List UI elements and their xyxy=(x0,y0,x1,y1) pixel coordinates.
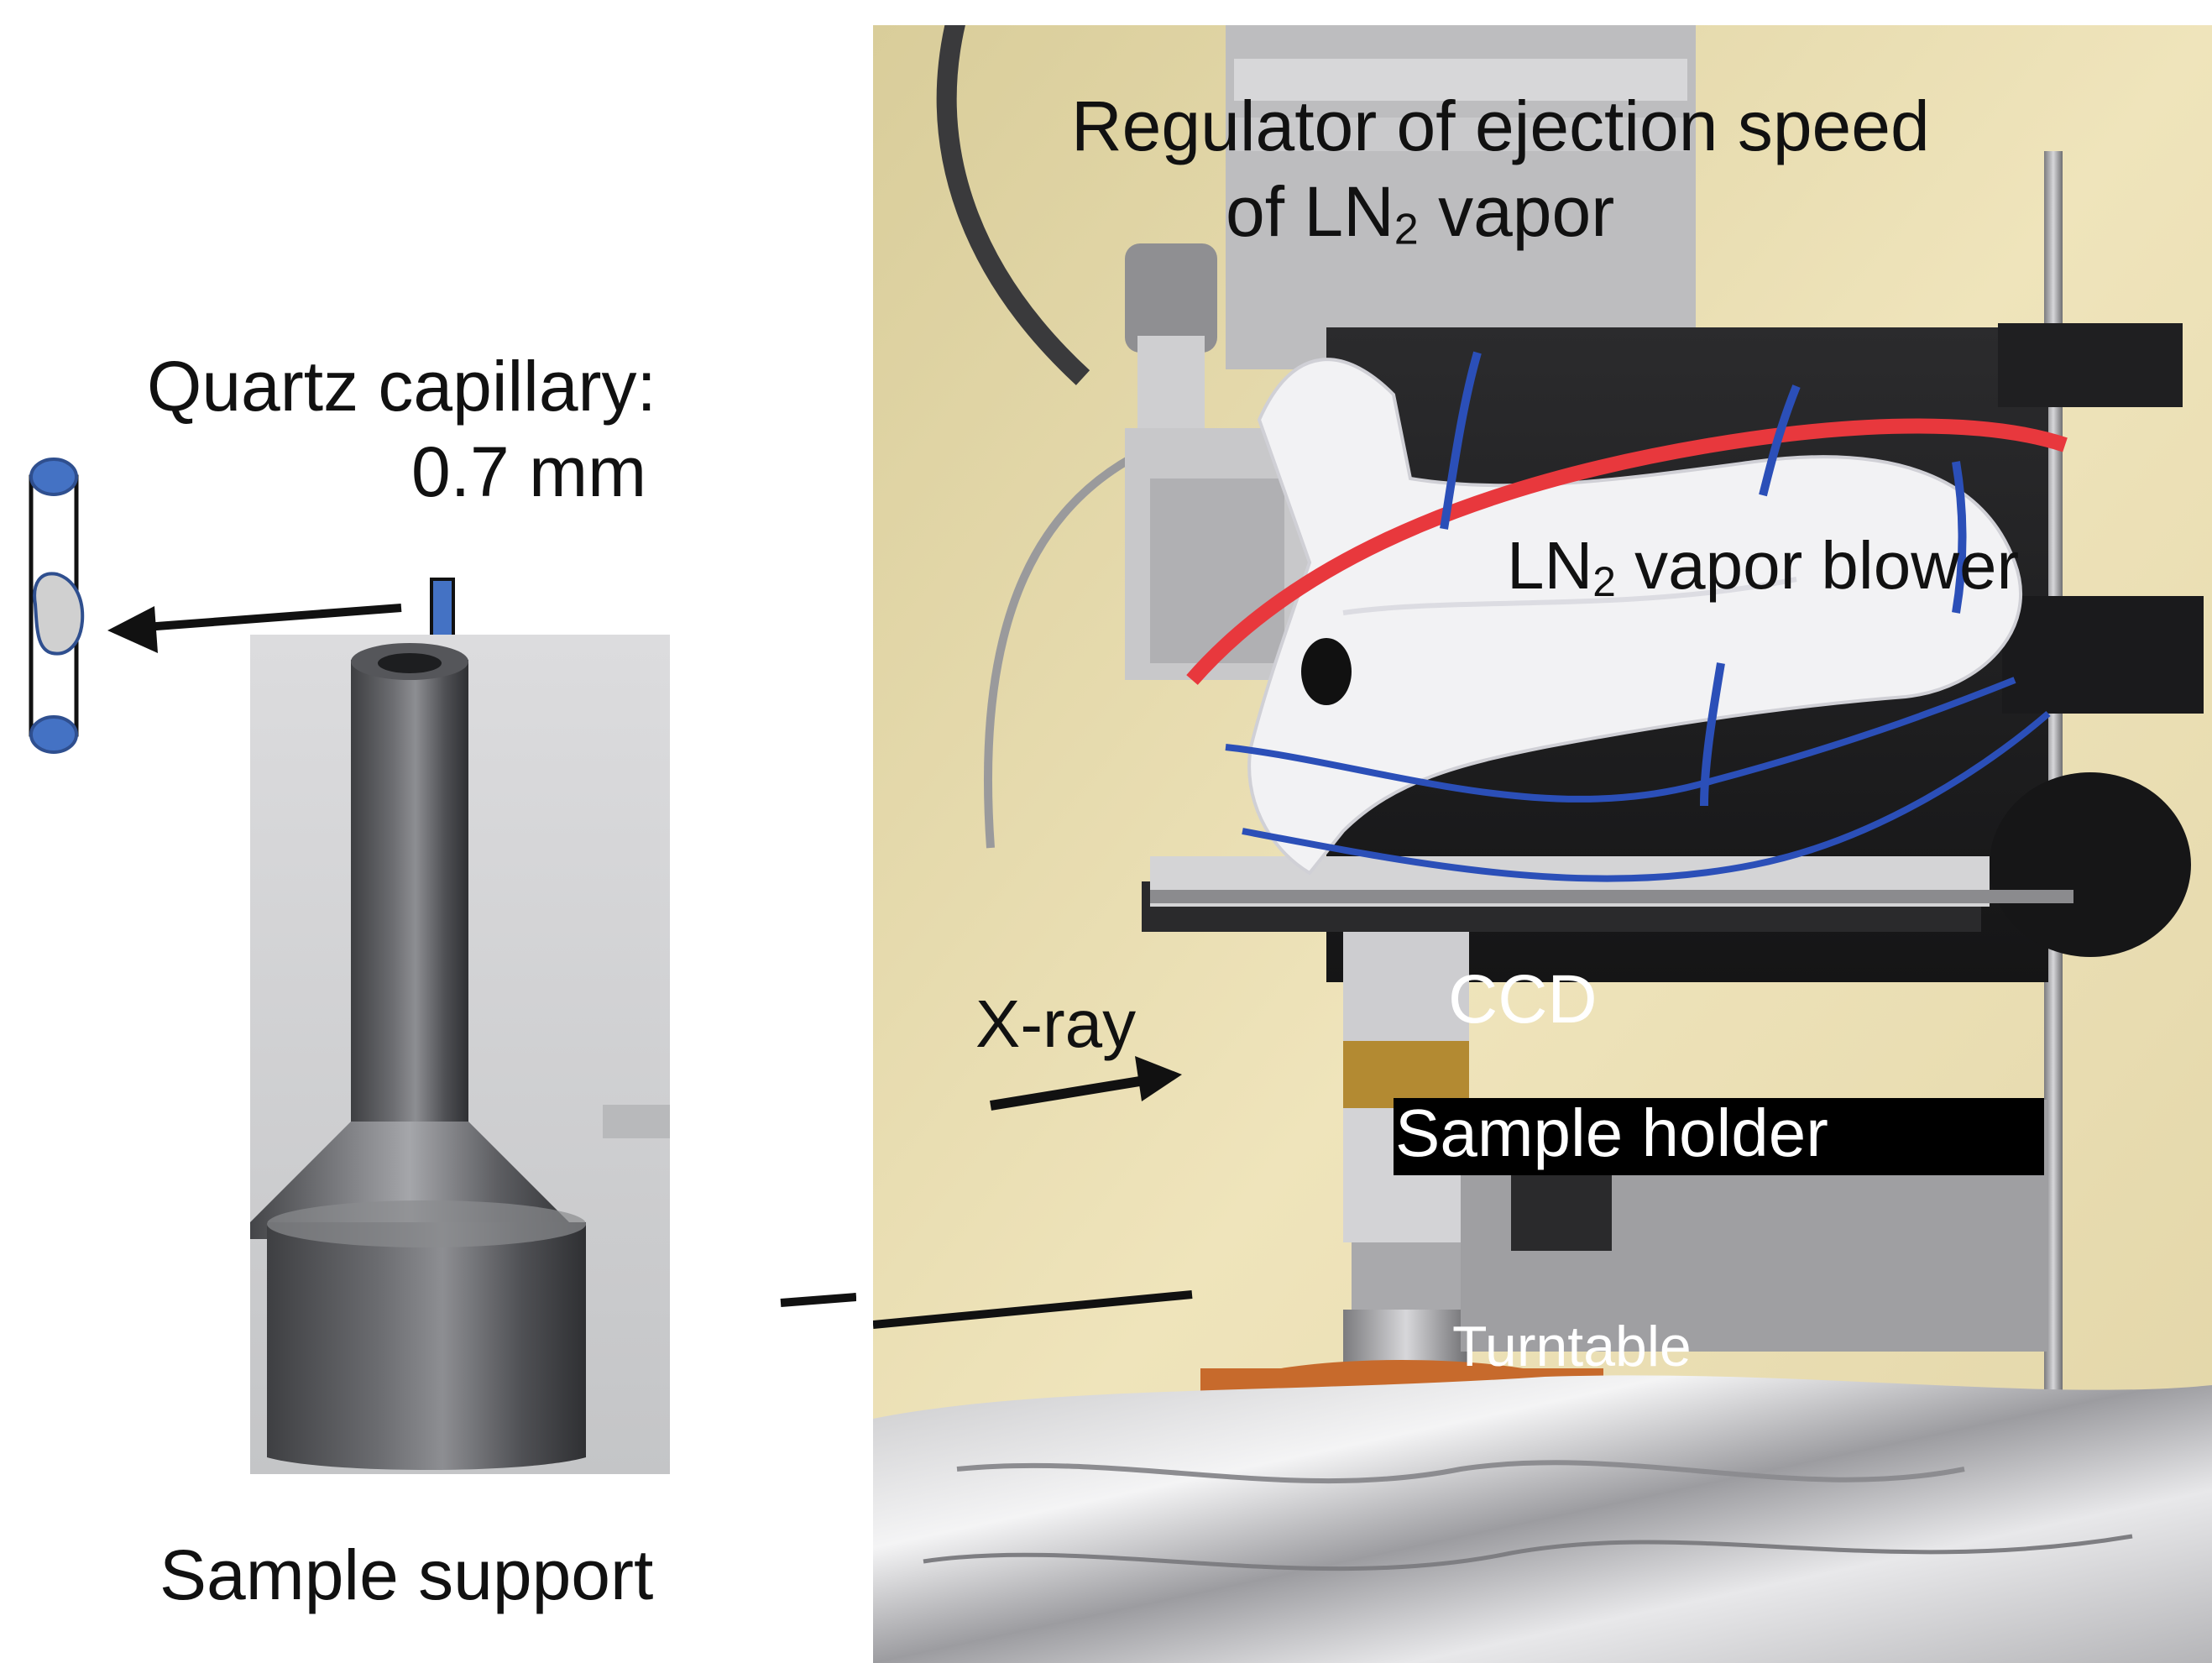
regulator-ln-prefix: of LN xyxy=(1226,172,1394,251)
apparatus-photo: Regulator of ejection speed of LN2 vapor… xyxy=(873,25,2212,1663)
blower-vapor-suffix: vapor blower xyxy=(1615,528,2020,603)
capillary-diagram xyxy=(29,458,455,754)
capillary-sample xyxy=(33,572,85,656)
apparatus-drawing xyxy=(873,25,2212,1663)
sample-support-label: Sample support xyxy=(159,1535,654,1614)
blower-ln-prefix: LN xyxy=(1507,528,1593,603)
sample-holder-label: Sample holder xyxy=(1395,1096,1828,1170)
blower-label: LN2 vapor blower xyxy=(1507,532,2019,604)
regulator-label-line2: of LN2 vapor xyxy=(1226,176,1614,251)
capillary-label-line2: 0.7 mm xyxy=(411,432,647,511)
capillary-top-cap xyxy=(29,458,78,496)
xray-label: X-ray xyxy=(975,986,1137,1061)
left-panel: Quartz capillary: 0.7 mm Sample support xyxy=(0,0,856,1663)
regulator-ln-subscript: 2 xyxy=(1394,205,1419,254)
blower-ln-subscript: 2 xyxy=(1592,557,1616,605)
ccd-label: CCD xyxy=(1448,961,1598,1038)
regulator-label-line1: Regulator of ejection speed xyxy=(1071,86,1930,165)
capillary-bottom-cap xyxy=(29,715,78,754)
capillary-label-line1: Quartz capillary: xyxy=(147,347,656,426)
regulator-vapor-suffix: vapor xyxy=(1418,172,1615,251)
sample-support-photo xyxy=(250,635,670,1474)
sample-support-drawing xyxy=(250,635,670,1474)
capillary-arrowhead xyxy=(107,606,158,653)
turntable-label: Turntable xyxy=(1452,1315,1692,1378)
sample-holder-label-bg xyxy=(1394,1098,2044,1175)
